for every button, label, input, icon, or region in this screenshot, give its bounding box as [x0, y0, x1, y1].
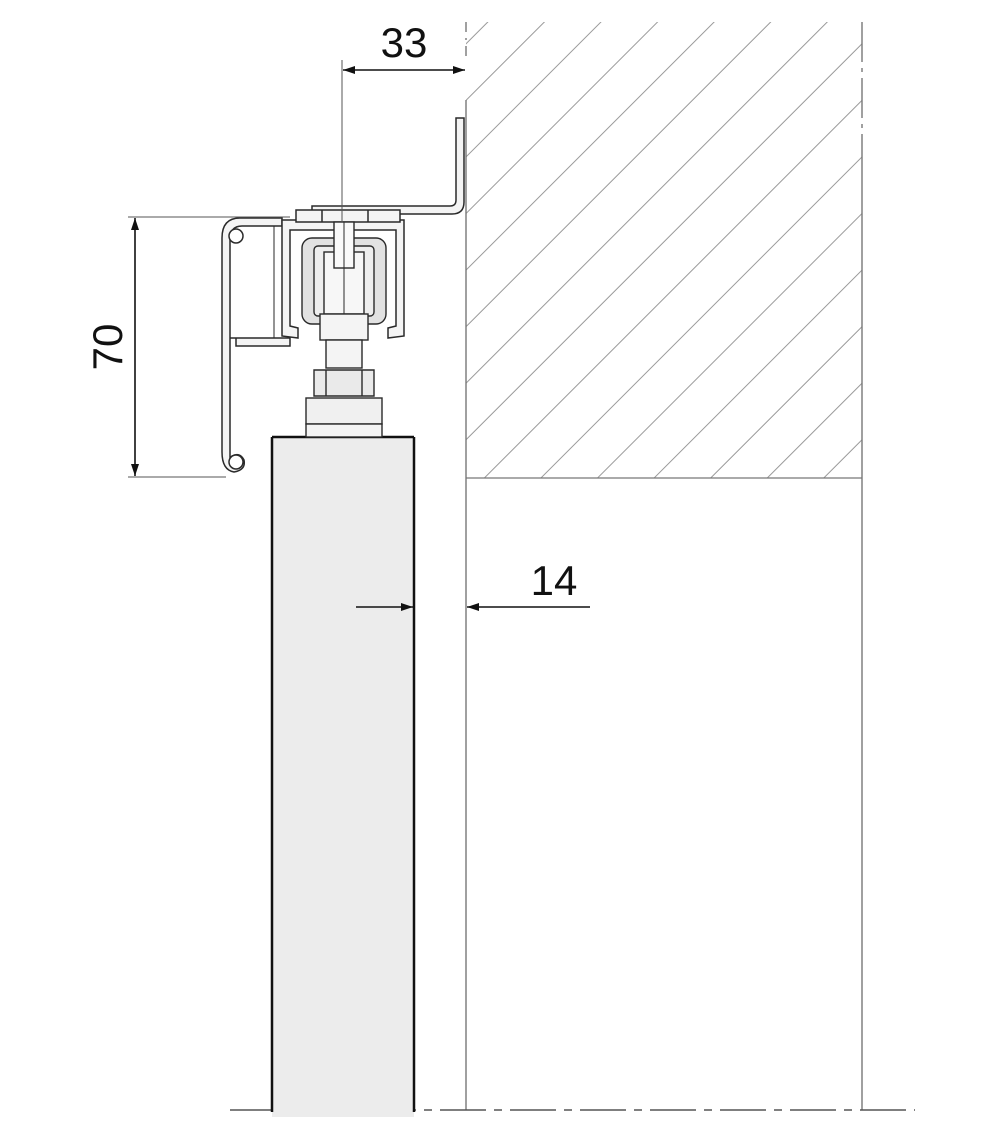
cover-profile-curl-top: [228, 228, 244, 244]
hanger-bolt: [305, 339, 383, 438]
cover-profile: [221, 217, 291, 473]
cover-profile-curl-bottom: [228, 454, 244, 470]
ceiling-hatch: [466, 22, 862, 478]
dimension-33: 33: [341, 19, 465, 222]
ceiling-block: [466, 22, 862, 479]
track-rail: [281, 209, 405, 339]
dimension-14-label: 14: [531, 557, 578, 604]
wall-bracket: [311, 117, 465, 215]
roller-carriage: [301, 221, 387, 341]
dimension-70-label: 70: [84, 324, 131, 371]
dimension-33-label: 33: [381, 19, 428, 66]
dimension-70: 70: [84, 216, 290, 478]
dimension-14: 14: [356, 557, 590, 611]
door-panel: [270, 435, 416, 1117]
